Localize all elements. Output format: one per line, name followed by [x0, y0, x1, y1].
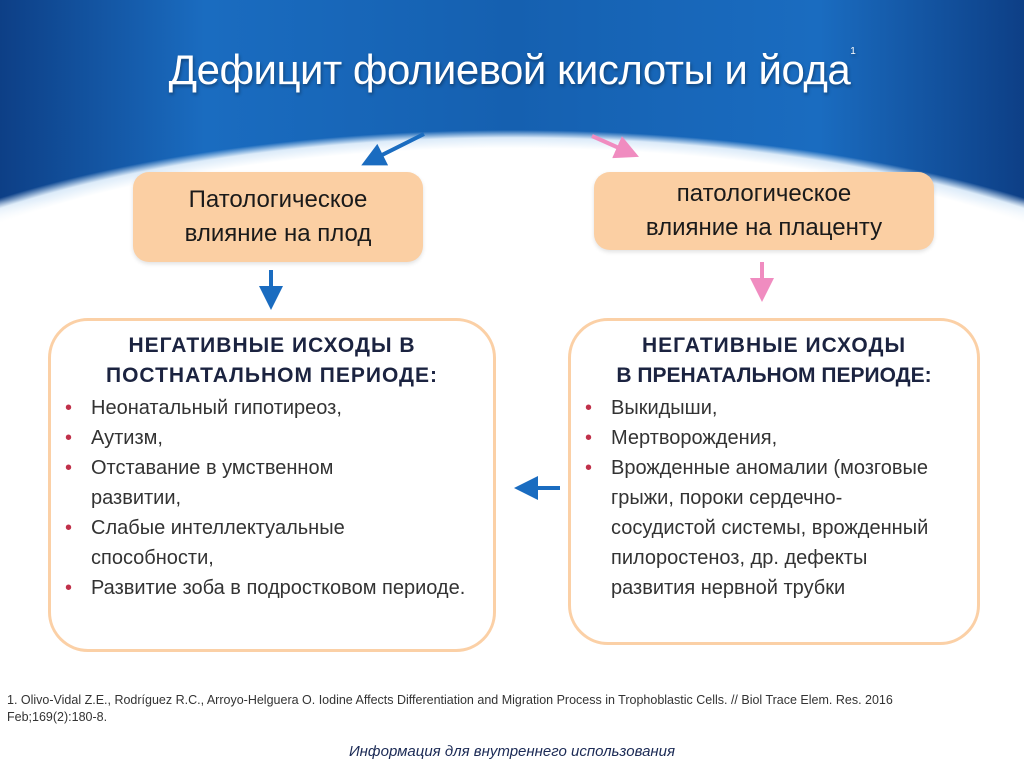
heading-line: В ПРЕНАТАЛЬНОМ ПЕРИОДЕ: — [616, 364, 932, 387]
prenatal-heading: НЕГАТИВНЫЕ ИСХОДЫ В ПРЕНАТАЛЬНОМ ПЕРИОДЕ: — [571, 331, 977, 391]
arrow-to-fetus — [361, 132, 425, 166]
prenatal-list: Выкидыши, Мертворождения, Врожденные ано… — [571, 393, 971, 603]
postnatal-heading: НЕГАТИВНЫЕ ИСХОДЫ В ПОСТНАТАЛЬНОМ ПЕРИОДЕ… — [51, 331, 493, 391]
slide-title: Дефицит фолиевой кислоты и йода1 — [0, 46, 1024, 94]
postnatal-outcomes-box: НЕГАТИВНЫЕ ИСХОДЫ В ПОСТНАТАЛЬНОМ ПЕРИОДЕ… — [48, 318, 496, 652]
list-item: Неонатальный гипотиреоз, — [51, 393, 471, 423]
heading-line: ПОСТНАТАЛЬНОМ ПЕРИОДЕ: — [106, 364, 438, 387]
box-text: Патологическое — [188, 186, 368, 213]
box-text: влияние на плаценту — [645, 214, 883, 241]
title-reference-mark: 1 — [850, 46, 856, 57]
title-text: Дефицит фолиевой кислоты и йода — [168, 46, 851, 93]
list-item: Аутизм, — [51, 423, 471, 453]
list-item: Слабые интеллектуальные способности, — [51, 513, 411, 573]
reference-text: 1. Olivo-Vidal Z.E., Rodríguez R.C., Arr… — [7, 693, 893, 724]
list-item: Врожденные аномалии (мозговые грыжи, пор… — [571, 453, 941, 603]
box-text: патологическое — [676, 180, 852, 207]
list-item: Отставание в умственном развитии, — [51, 453, 411, 513]
postnatal-list: Неонатальный гипотиреоз, Аутизм, Отстава… — [51, 393, 471, 603]
box-text: влияние на плод — [184, 220, 372, 247]
placenta-impact-box: патологическое влияние на плаценту — [594, 172, 934, 250]
heading-line: НЕГАТИВНЫЕ ИСХОДЫ В — [128, 334, 416, 357]
prenatal-outcomes-box: НЕГАТИВНЫЕ ИСХОДЫ В ПРЕНАТАЛЬНОМ ПЕРИОДЕ:… — [568, 318, 980, 645]
list-item: Мертворождения, — [571, 423, 971, 453]
list-item: Выкидыши, — [571, 393, 971, 423]
arrow-to-placenta — [591, 134, 639, 159]
list-item: Развитие зоба в подростковом периоде. — [51, 573, 471, 603]
fetus-impact-box: Патологическое влияние на плод — [133, 172, 423, 262]
footer-text: Информация для внутреннего использования — [348, 743, 676, 760]
heading-line: НЕГАТИВНЫЕ ИСХОДЫ — [641, 334, 907, 357]
